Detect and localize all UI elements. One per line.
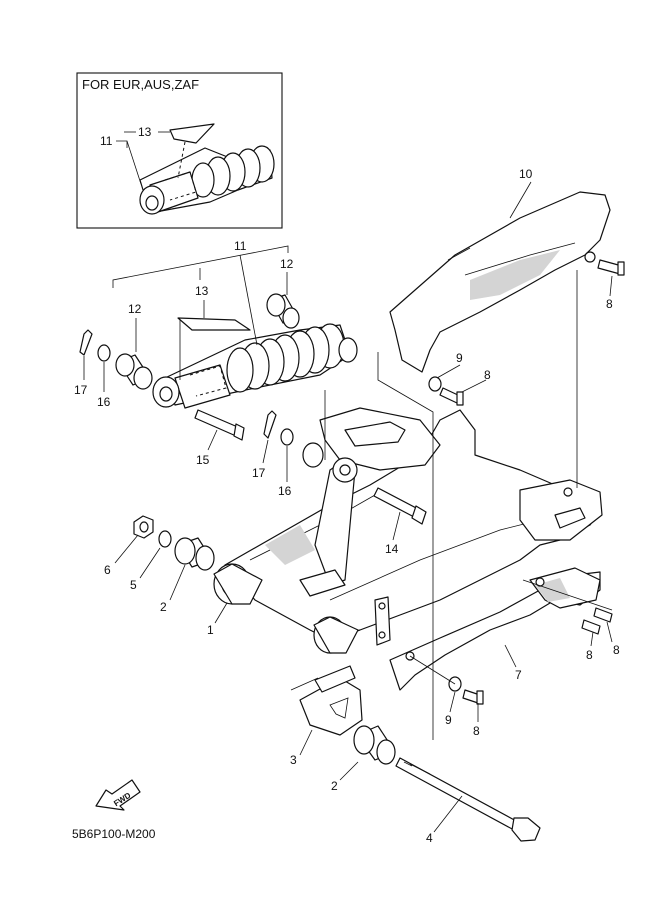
callout-inset-13: 13 xyxy=(138,125,152,139)
callout-12-left: 12 xyxy=(128,302,142,316)
inset-caption: FOR EUR,AUS,ZAF xyxy=(82,77,199,92)
callout-8-guard-top: 8 xyxy=(606,297,613,311)
washer-9-upper xyxy=(428,376,442,392)
label-plate-13 xyxy=(177,317,251,331)
washer-16-right xyxy=(280,428,294,446)
bushing-12-right xyxy=(266,293,300,329)
callout-9-upper: 9 xyxy=(456,351,463,365)
callout-4: 4 xyxy=(426,831,433,845)
callout-13: 13 xyxy=(195,284,209,298)
washer-5 xyxy=(158,530,172,548)
callout-8-guard-mid: 8 xyxy=(484,368,491,382)
pivot-bolt-4 xyxy=(395,757,541,842)
callout-2-upper: 2 xyxy=(160,600,167,614)
bolt-8-guard-top xyxy=(597,259,625,276)
callout-8-case-right-a: 8 xyxy=(613,643,620,657)
callout-14: 14 xyxy=(385,542,399,556)
callout-6: 6 xyxy=(104,563,111,577)
callout-8-case-bottom: 8 xyxy=(473,724,480,738)
bushing-2-lower xyxy=(353,725,396,765)
inset-box: FOR EUR,AUS,ZAF 11 13 xyxy=(76,72,283,229)
callout-12-right: 12 xyxy=(280,257,294,271)
bolt-8-guard-mid xyxy=(439,387,464,406)
drawing-code: 5B6P100-M200 xyxy=(72,827,156,841)
bushing-2-upper xyxy=(174,537,215,571)
callout-5: 5 xyxy=(130,578,137,592)
bolt-8-case-right-a xyxy=(593,607,613,623)
leader-lines xyxy=(83,181,613,833)
callout-16-left: 16 xyxy=(97,395,111,409)
callout-15: 15 xyxy=(196,453,210,467)
bushing-12-left xyxy=(115,353,153,390)
callout-1: 1 xyxy=(207,623,214,637)
chain-guard xyxy=(389,191,611,373)
callout-7: 7 xyxy=(515,668,522,682)
washer-16-left xyxy=(97,344,111,362)
bolt-8-case-right-b xyxy=(581,619,601,635)
callout-inset-11: 11 xyxy=(100,134,113,148)
callout-2-lower: 2 xyxy=(331,779,338,793)
callout-17-left: 17 xyxy=(74,383,88,397)
nut-6 xyxy=(133,515,154,539)
alignment-lines xyxy=(179,270,613,740)
bolt-14 xyxy=(373,487,427,525)
callout-3: 3 xyxy=(290,753,297,767)
swingarm xyxy=(213,407,603,654)
callout-16-right: 16 xyxy=(278,484,292,498)
callout-8-case-right-b: 8 xyxy=(586,648,593,662)
callout-10: 10 xyxy=(519,167,533,181)
cotter-pin-17-right xyxy=(263,410,277,439)
fwd-arrow-icon: FWD xyxy=(95,779,141,811)
inset-shock-absorber xyxy=(139,123,275,215)
bolt-8-case-bottom xyxy=(462,689,484,705)
bolt-15 xyxy=(194,409,245,441)
chain-slider-3 xyxy=(299,665,363,736)
callout-9-lower: 9 xyxy=(445,713,452,727)
cotter-pin-17-left xyxy=(79,329,93,356)
callout-17-right: 17 xyxy=(252,466,266,480)
callout-11: 11 xyxy=(234,239,247,253)
rear-shock-absorber xyxy=(152,323,358,409)
